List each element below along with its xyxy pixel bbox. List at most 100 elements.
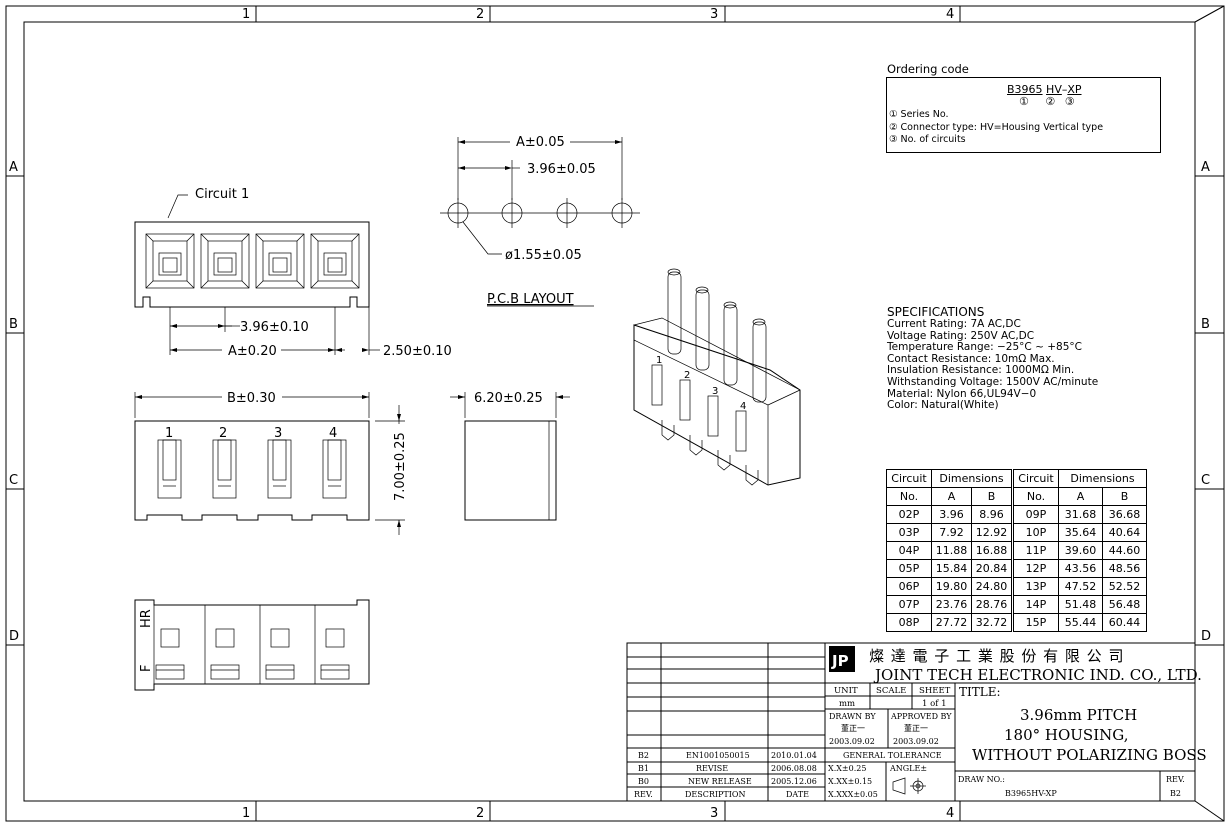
table-cell: 44.60 — [1102, 541, 1147, 560]
table-cell: 40.64 — [1102, 523, 1147, 542]
table-cell: 43.56 — [1058, 559, 1103, 578]
table-cell: 20.84 — [971, 559, 1013, 578]
th-no: No. — [1011, 487, 1059, 506]
ordering-code: B3965 HV–XP — [1007, 83, 1082, 96]
row-label: C — [1201, 473, 1210, 488]
row-label: C — [9, 473, 18, 488]
table-cell: 7.92 — [931, 523, 972, 542]
table-cell: 06P — [886, 577, 932, 596]
ordering-box: B3965 HV–XP ① ② ③ ① Series No. ② Connect… — [886, 77, 1161, 153]
title-block: JP 燦 達 電 子 工 業 股 份 有 限 公 司 JOINT TECH EL… — [626, 642, 1207, 802]
ordering-code-base: B3965 — [1007, 83, 1043, 96]
ordering-code-type: HV — [1046, 83, 1062, 96]
side-pin-3: 3 — [274, 426, 282, 441]
ordering-legend-item: ① Series No. — [889, 109, 949, 120]
rev-row-desc: EN1001050015 — [686, 751, 750, 760]
th-dimensions: Dimensions — [1058, 469, 1147, 488]
iso-view: 1 2 3 4 — [633, 268, 801, 486]
th-circuit: Circuit — [1011, 469, 1059, 488]
table-cell: 15P — [1011, 613, 1059, 632]
title-line-2: 180° HOUSING, — [1004, 726, 1128, 744]
table-cell: 23.76 — [931, 595, 972, 614]
circuit-1-label: Circuit 1 — [195, 187, 249, 202]
table-cell: 08P — [886, 613, 932, 632]
table-cell: 04P — [886, 541, 932, 560]
spec-line: Insulation Resistance: 1000MΩ Min. — [887, 364, 1075, 377]
table-cell: 56.48 — [1102, 595, 1147, 614]
company-cn: 燦 達 電 子 工 業 股 份 有 限 公 司 — [869, 647, 1124, 665]
side-pin-4: 4 — [329, 426, 337, 441]
pcb-dim-a: A±0.05 — [516, 135, 565, 150]
drawn-label: DRAWN BY — [829, 712, 876, 721]
tolerance-3: X.XXX±0.05 — [828, 790, 878, 799]
th-circuit: Circuit — [886, 469, 932, 488]
row-label: B — [1201, 317, 1210, 332]
sheet-value: 1 of 1 — [922, 699, 946, 709]
end-view: 6.20±0.25 — [450, 391, 570, 521]
th-a: A — [931, 487, 972, 506]
th-b: B — [971, 487, 1013, 506]
bottom-view: HR F — [134, 599, 370, 691]
th-b: B — [1102, 487, 1147, 506]
table-cell: 19.80 — [931, 577, 972, 596]
inner-frame — [23, 21, 1196, 802]
rev-header-desc: DESCRIPTION — [685, 790, 745, 799]
pcb-title: P.C.B LAYOUT — [487, 292, 574, 307]
end-dim-depth: 6.20±0.25 — [474, 391, 543, 406]
col-label: 2 — [476, 806, 484, 821]
table-cell: 47.52 — [1058, 577, 1103, 596]
row-label: B — [9, 317, 18, 332]
side-dim-b: B±0.30 — [227, 391, 276, 406]
table-cell: 24.80 — [971, 577, 1013, 596]
zone-labels: 1 2 3 4 1 2 3 4 A B C D A B C D — [9, 7, 1211, 821]
projection-symbol — [892, 777, 926, 795]
rev-row-code: B1 — [638, 764, 649, 773]
bottom-f-label: F — [139, 665, 154, 672]
ordering-mark-1: ① — [1019, 95, 1029, 108]
side-pin-2: 2 — [219, 426, 227, 441]
ordering-mark-3: ③ — [1064, 95, 1075, 108]
spec-line: Temperature Range: −25°C ~ +85°C — [887, 341, 1082, 354]
rev-header-date: DATE — [786, 790, 809, 799]
drawn-date: 2003.09.02 — [829, 737, 875, 746]
bottom-hr-label: HR — [139, 609, 154, 628]
table-cell: 12.92 — [971, 523, 1013, 542]
rev-row-code: B0 — [638, 777, 649, 786]
tolerance-1: X.X±0.25 — [828, 764, 866, 773]
table-cell: 12P — [1011, 559, 1059, 578]
outer-border — [5, 5, 1225, 822]
table-cell: 11P — [1011, 541, 1059, 560]
spec-line: Current Rating: 7A AC,DC — [887, 318, 1021, 330]
table-cell: 31.68 — [1058, 505, 1103, 524]
title-label: TITLE: — [959, 685, 1001, 699]
approved-label: APPROVED BY — [890, 712, 952, 721]
sheet-label: SHEET — [919, 686, 951, 696]
front-dim-edge: 2.50±0.10 — [383, 344, 452, 359]
rev-row-desc: NEW RELEASE — [688, 777, 752, 786]
rev-row-code: B2 — [638, 751, 649, 760]
side-pin-1: 1 — [165, 426, 173, 441]
table-cell: 39.60 — [1058, 541, 1103, 560]
draw-no-value: B3965HV-XP — [1005, 789, 1057, 798]
rev-value: B2 — [1170, 789, 1181, 798]
scale-label: SCALE — [876, 686, 906, 696]
table-cell: 52.52 — [1102, 577, 1147, 596]
table-cell: 14P — [1011, 595, 1059, 614]
specs-title: SPECIFICATIONS — [887, 305, 985, 319]
drawn-name: 董正一 — [841, 723, 865, 733]
row-label: A — [9, 160, 18, 175]
side-dim-height: 7.00±0.25 — [393, 432, 408, 501]
front-dim-pitch: 3.96±0.10 — [240, 320, 309, 335]
iso-pin-mark: 2 — [684, 370, 690, 381]
table-cell: 11.88 — [931, 541, 972, 560]
rev-row-date: 2010.01.04 — [771, 751, 817, 760]
approved-name: 董正一 — [904, 723, 928, 733]
pcb-dim-hole: ø1.55±0.05 — [505, 248, 582, 263]
pcb-layout: A±0.05 3.96±0.05 ø1.55±0.05 P.C.B LAYOUT — [440, 135, 640, 307]
zone-ticks — [6, 5, 1225, 822]
table-cell: 51.48 — [1058, 595, 1103, 614]
